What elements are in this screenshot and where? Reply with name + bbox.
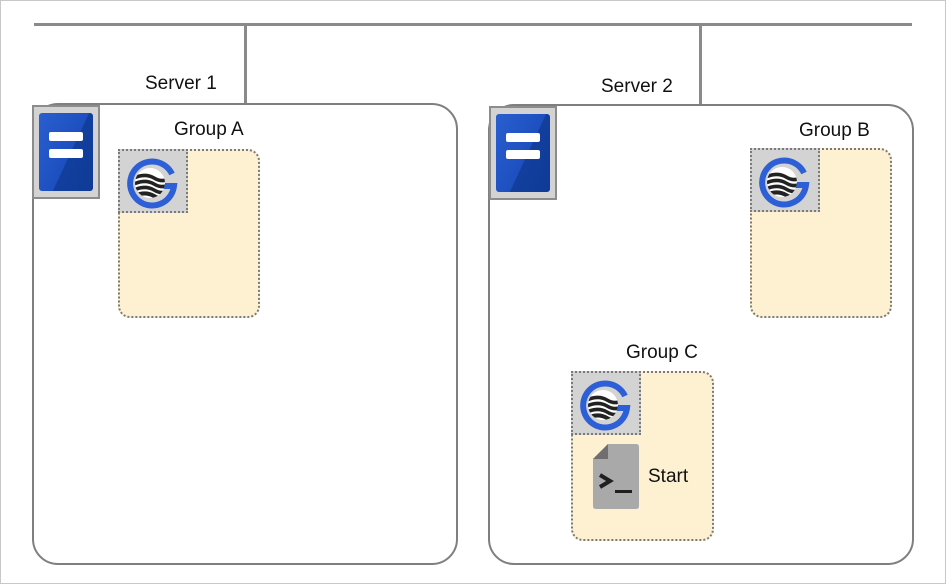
- server-2-label: Server 2: [601, 76, 673, 97]
- server-2-connector: [699, 25, 702, 106]
- script-terminal-icon: [592, 443, 640, 510]
- group-c-label: Group C: [626, 342, 698, 363]
- floating-ip-g-icon: [750, 148, 820, 212]
- floating-ip-g-icon: [118, 149, 188, 213]
- server-icon: [489, 106, 557, 200]
- server-icon: [32, 105, 100, 199]
- floating-ip-g-icon: [571, 371, 641, 435]
- group-a-label: Group A: [174, 119, 244, 140]
- server-1-connector: [244, 25, 247, 105]
- script-resource-label: Start: [648, 466, 689, 487]
- network-line: [34, 23, 912, 26]
- server-1-label: Server 1: [145, 73, 217, 94]
- group-b-label: Group B: [799, 120, 870, 141]
